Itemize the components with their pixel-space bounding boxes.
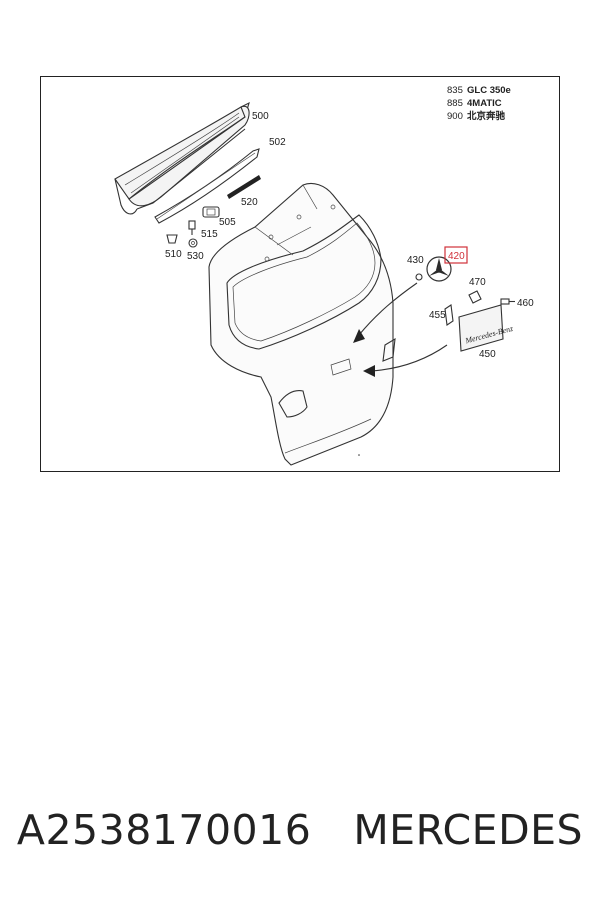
parts-diagram-frame: Mercedes-Benz 500 502 520 505 515 510 53… bbox=[40, 76, 560, 472]
label-420: 420 bbox=[448, 251, 465, 262]
clip-505 bbox=[202, 206, 220, 218]
spoiler-seal-strip bbox=[154, 148, 260, 224]
label-510: 510 bbox=[165, 249, 182, 260]
part-caption: A2538170016 MERCEDES bbox=[0, 800, 600, 860]
legend-code-885: 885 bbox=[447, 98, 463, 109]
legend-text-835: GLC 350e bbox=[467, 85, 511, 96]
label-500: 500 bbox=[252, 111, 269, 122]
label-505: 505 bbox=[219, 217, 236, 228]
label-430: 430 bbox=[407, 255, 424, 266]
legend-text-900: 北京奔驰 bbox=[467, 110, 506, 122]
label-470: 470 bbox=[469, 277, 486, 288]
badge-plate-450: Mercedes-Benz bbox=[458, 304, 515, 352]
badge-holder-455 bbox=[444, 304, 454, 326]
label-450: 450 bbox=[479, 349, 496, 360]
label-515: 515 bbox=[201, 229, 218, 240]
label-455: 455 bbox=[429, 310, 446, 321]
assembly-arrow-badge bbox=[363, 344, 448, 377]
tailgate-body bbox=[208, 182, 396, 466]
nut-530 bbox=[188, 238, 198, 248]
brand-name: MERCEDES bbox=[353, 806, 584, 854]
label-520: 520 bbox=[241, 197, 258, 208]
legend-code-835: 835 bbox=[447, 85, 463, 96]
legend-code-900: 900 bbox=[447, 111, 463, 122]
bolt-460 bbox=[500, 298, 515, 305]
clip-ring-430 bbox=[415, 273, 423, 281]
highlight-box-420 bbox=[444, 246, 468, 264]
legend: 835 GLC 350e 885 4MATIC 900 北京奔驰 bbox=[447, 85, 511, 122]
assembly-arrow-star bbox=[353, 282, 418, 343]
part-number: A2538170016 bbox=[16, 806, 312, 854]
label-502: 502 bbox=[269, 137, 286, 148]
label-530: 530 bbox=[187, 251, 204, 262]
fastener-470 bbox=[468, 290, 482, 304]
label-460: 460 bbox=[517, 298, 534, 309]
spoiler-part bbox=[114, 101, 250, 215]
tailgate-exploded-diagram: Mercedes-Benz 500 502 520 505 515 510 53… bbox=[114, 85, 534, 466]
clip-510 bbox=[166, 234, 178, 244]
trim-strip-520 bbox=[227, 175, 261, 199]
bolt-515 bbox=[188, 220, 196, 235]
legend-text-885: 4MATIC bbox=[467, 98, 502, 109]
